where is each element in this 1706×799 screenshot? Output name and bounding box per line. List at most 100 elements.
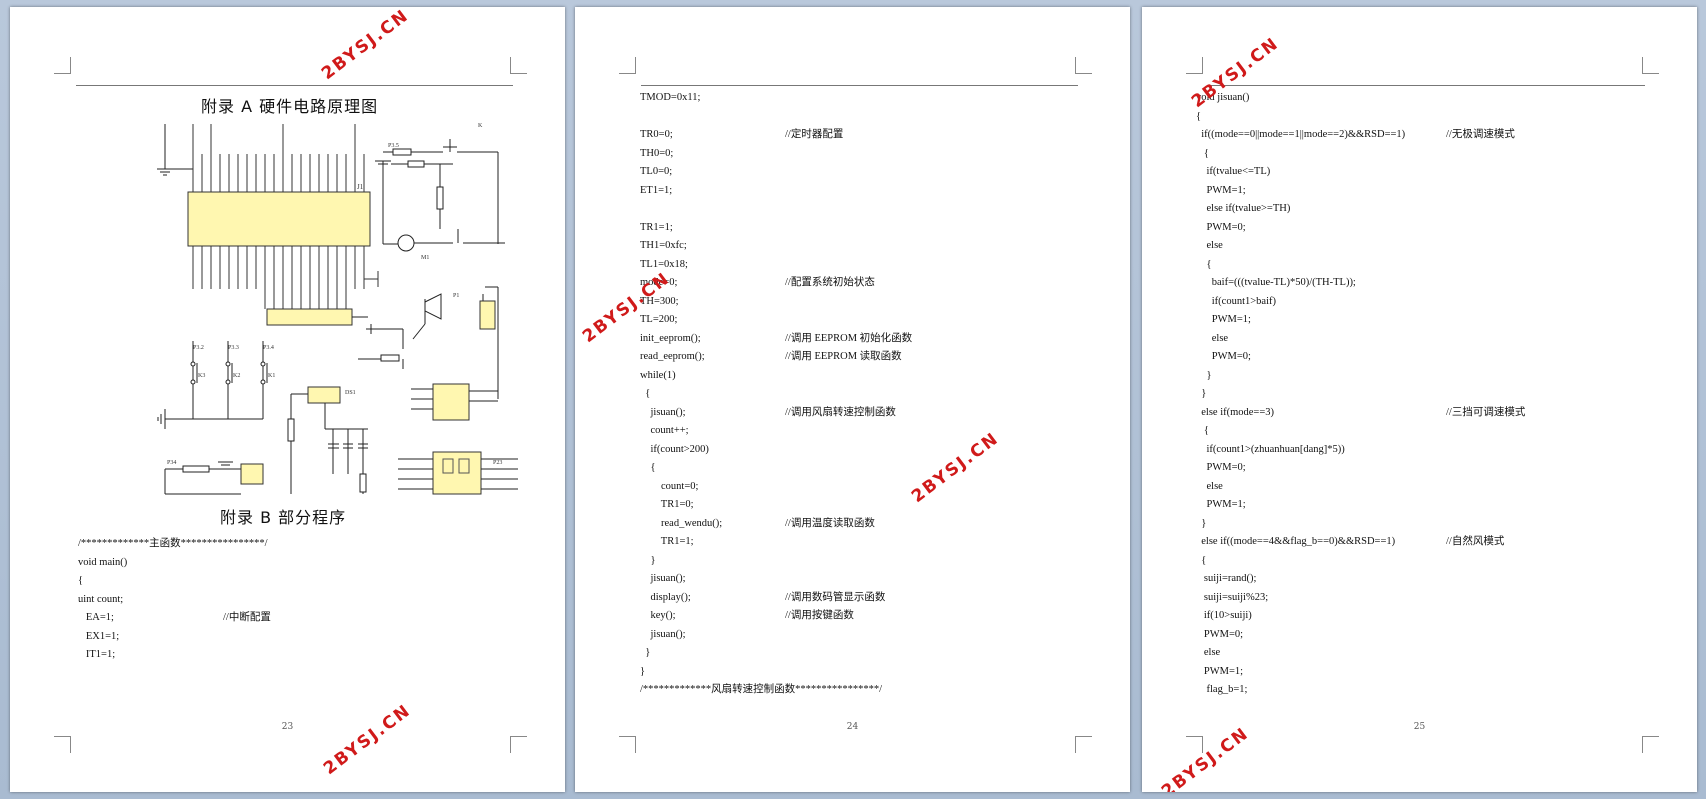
svg-text:P1: P1 [453, 293, 459, 299]
code-line [640, 108, 882, 127]
code-line: else if(mode==3) //三挡可调速模式 [1196, 404, 1525, 423]
code-line: EX1=1; [78, 628, 268, 647]
code-line: jisuan(); [640, 570, 882, 589]
code-text: suiji=suiji%23; [1196, 591, 1269, 603]
code-text: PWM=1; [1196, 314, 1251, 325]
code-line: PWM=0; [1196, 459, 1405, 478]
code-block: void jisuan(){ if((mode==0||mode==1||mod… [1196, 89, 1525, 700]
code-line: { [1196, 422, 1405, 441]
code-line: IT1=1; [78, 646, 268, 665]
appendix-a-title: 附录 A 硬件电路原理图 [201, 97, 379, 116]
code-line: /*************主函数****************/ [78, 535, 268, 554]
page-25: void jisuan(){ if((mode==0||mode==1||mod… [1142, 7, 1697, 792]
code-text: flag_b=1; [1196, 684, 1248, 695]
code-line: { [640, 385, 882, 404]
code-line: TH1=0xfc; [640, 237, 882, 256]
code-text: ET1=1; [640, 184, 673, 196]
code-comment: //定时器配置 [785, 129, 844, 140]
code-line: TL=200; [640, 311, 882, 330]
code-text: if(tvalue<=TL) [1196, 166, 1271, 177]
code-text: TMOD=0x11; [640, 92, 701, 103]
code-comment: //调用温度读取函数 [785, 517, 875, 529]
code-line: PWM=1; [1196, 182, 1405, 201]
code-text: PWM=0; [1196, 221, 1246, 233]
watermark: 2BYSJ.CN [317, 7, 413, 84]
code-line: } [1196, 367, 1405, 386]
code-line: { [78, 572, 268, 591]
code-text: } [1196, 369, 1212, 381]
code-comment: //调用数码管显示函数 [785, 591, 886, 603]
code-text: /*************主函数****************/ [78, 538, 268, 549]
code-line: PWM=1; [1196, 496, 1405, 515]
svg-text:P3.3: P3.3 [228, 345, 239, 351]
watermark: 2BYSJ.CN [1157, 723, 1253, 792]
code-line: count=0; [640, 478, 882, 497]
code-line: if(count>200) [640, 441, 882, 460]
crop-mark [1642, 57, 1659, 74]
code-text: EA=1; [78, 612, 114, 623]
page-number: 25 [1413, 722, 1426, 732]
code-text: void jisuan() [1196, 92, 1250, 103]
code-text: { [1196, 425, 1209, 436]
code-text: jisuan(); [640, 573, 686, 584]
code-line: init_eeprom();//调用 EEPROM 初始化函数 [640, 330, 912, 349]
header-rule [1208, 85, 1645, 86]
code-text: TH=300; [640, 295, 679, 307]
code-line: jisuan();//调用风扇转速控制函数 [640, 404, 896, 423]
code-line: mode=0;//配置系统初始状态 [640, 274, 882, 293]
code-text: TR1=1; [640, 536, 694, 547]
code-text: TH1=0xfc; [640, 240, 687, 251]
code-line: TH=300; [640, 293, 882, 312]
code-line: while(1) [640, 367, 882, 386]
code-text: key(); [640, 610, 676, 621]
code-text: mode=0; [640, 277, 678, 288]
code-line: read_wendu();//调用温度读取函数 [640, 515, 882, 534]
crop-mark [510, 736, 527, 753]
code-line: } [640, 552, 882, 571]
code-block: /*************主函数****************/ void m… [78, 535, 271, 665]
code-line: } [640, 644, 882, 663]
code-line: void jisuan() [1196, 89, 1405, 108]
code-text: count=0; [640, 480, 699, 492]
code-text: else if((mode==4&&flag_b==0)&&RSD==1) [1196, 536, 1396, 547]
crop-mark [510, 57, 527, 74]
code-comment: //调用按键函数 [785, 610, 854, 621]
svg-text:P23: P23 [493, 460, 502, 466]
code-line: TL0=0; [640, 163, 882, 182]
code-text: else [1196, 332, 1229, 344]
code-text: jisuan(); [640, 628, 686, 640]
code-line: PWM=1; [1196, 311, 1405, 330]
crop-mark [54, 736, 71, 753]
code-text: else [1196, 480, 1223, 492]
svg-text:J1: J1 [357, 183, 364, 191]
code-line: if(10>suiji) [1196, 607, 1405, 626]
code-text: else if(mode==3) [1196, 406, 1275, 418]
code-text: else [1196, 240, 1223, 251]
code-text: display(); [640, 591, 691, 603]
code-text: while(1) [640, 369, 676, 381]
code-line: PWM=1; [1196, 663, 1405, 682]
code-text: PWM=0; [1196, 462, 1246, 473]
code-line: TL1=0x18; [640, 256, 882, 275]
code-text: if(count1>(zhuanhuan[dang]*5)) [1196, 443, 1345, 455]
code-line: TR1=0; [640, 496, 882, 515]
code-text: } [640, 647, 651, 658]
code-line: else [1196, 478, 1405, 497]
code-text: read_eeprom(); [640, 351, 705, 362]
code-text: void main() [78, 556, 128, 568]
code-text: /*************风扇转速控制函数****************/ [640, 684, 883, 695]
svg-text:K3: K3 [198, 373, 205, 379]
code-text: } [1196, 517, 1207, 529]
code-comment: //三挡可调速模式 [1446, 406, 1526, 418]
code-comment: //调用风扇转速控制函数 [785, 406, 896, 418]
code-text: if(count>200) [640, 443, 709, 455]
code-text: if(10>suiji) [1196, 610, 1252, 621]
code-text: { [1196, 554, 1207, 566]
code-text: EX1=1; [78, 630, 120, 642]
code-text: } [640, 554, 656, 566]
page-number: 24 [846, 722, 859, 732]
code-comment: //中断配置 [223, 612, 271, 623]
code-comment: //自然风模式 [1446, 536, 1505, 547]
